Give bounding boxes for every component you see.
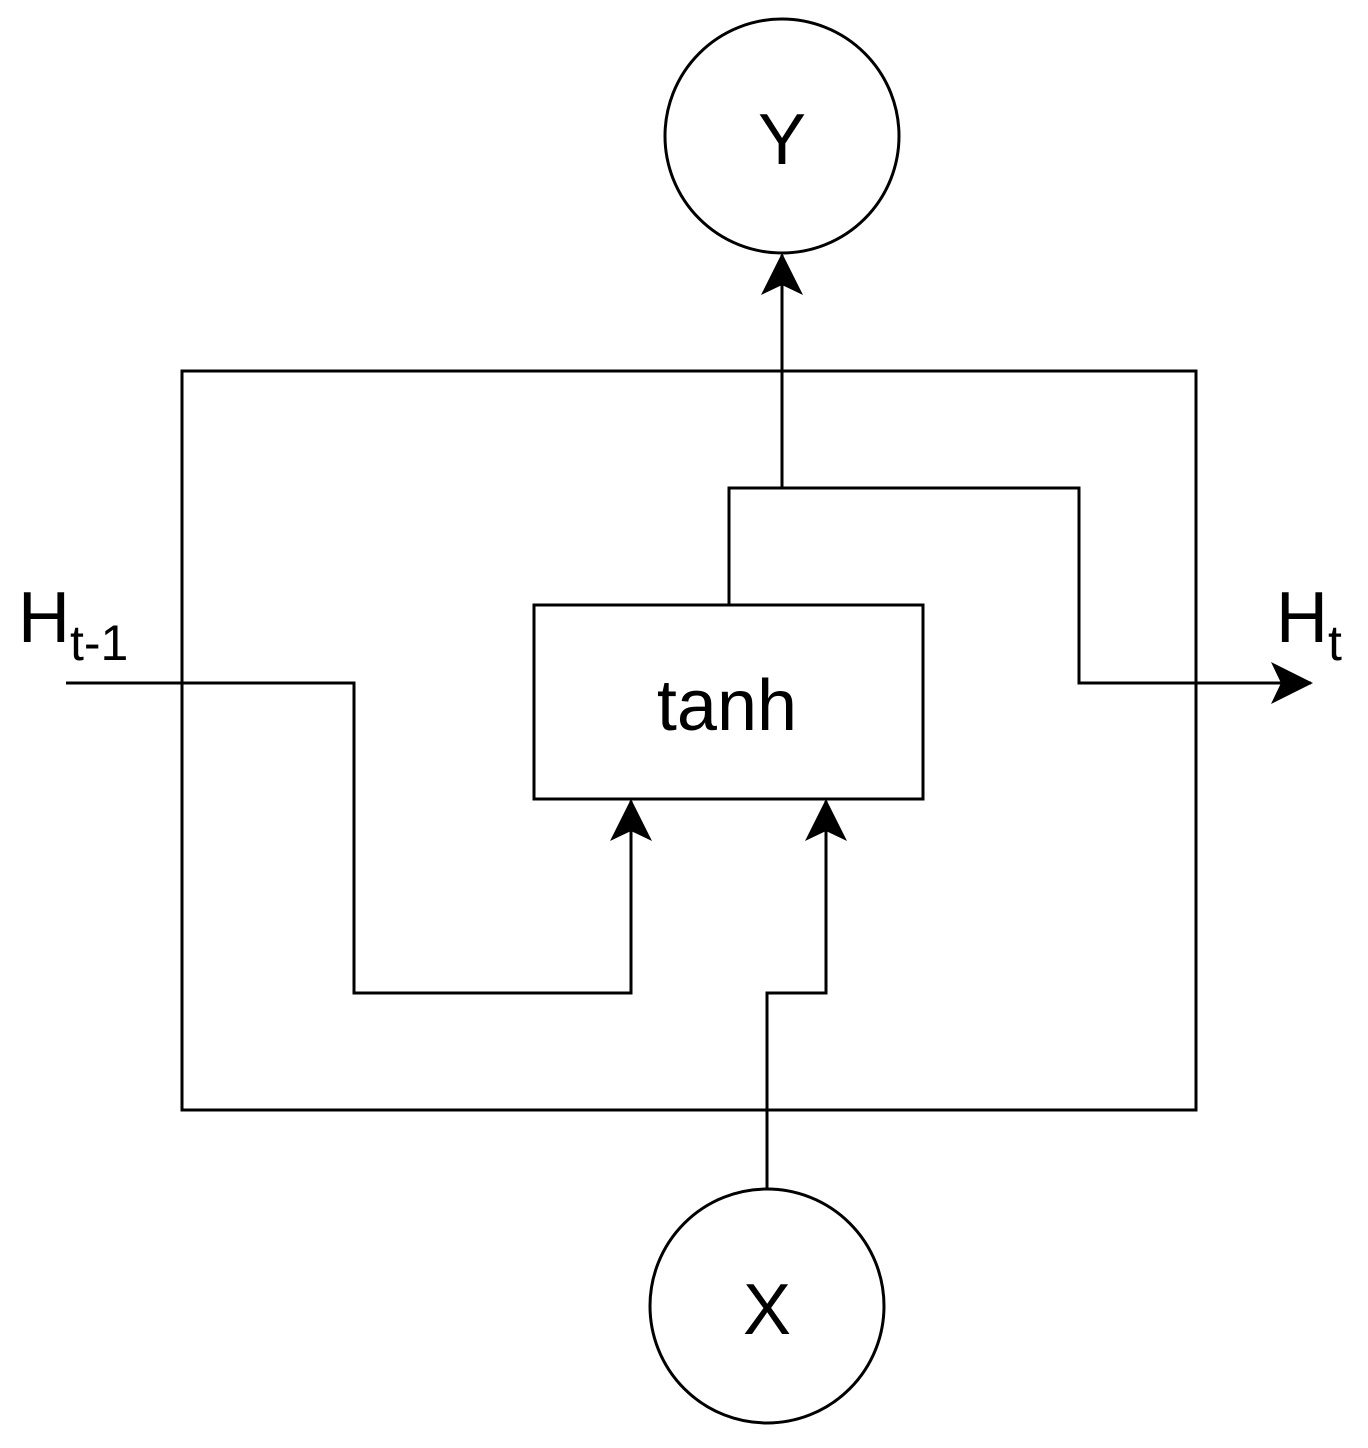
hidden-out-label: Ht [1276, 578, 1342, 671]
input-node-label: X [743, 1270, 791, 1350]
hidden-in-connector [66, 681, 652, 995]
input-connector [765, 799, 847, 1189]
tanh-block-label: tanh [657, 666, 797, 746]
tanh-block [532, 603, 925, 801]
output-node-label: Y [758, 100, 806, 180]
tanh-output-connector [727, 486, 1313, 704]
hidden-in-label: Ht-1 [18, 578, 128, 671]
